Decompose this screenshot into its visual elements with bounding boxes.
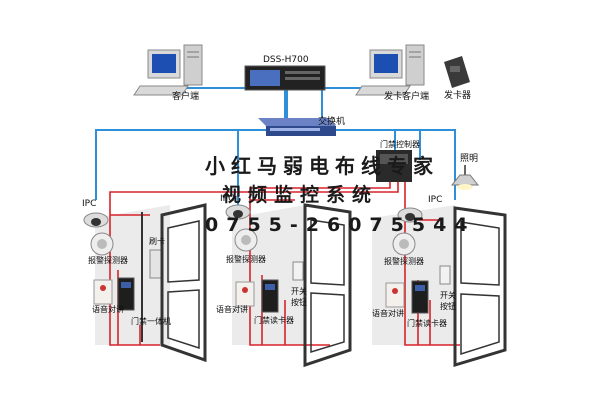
ipc-camera-1 bbox=[83, 212, 109, 228]
card-issuer-device bbox=[444, 56, 470, 88]
exit-button-2 bbox=[292, 261, 304, 281]
alarm-detector-label-1: 报警探测器 bbox=[88, 256, 128, 265]
door-controller-box bbox=[376, 150, 412, 182]
ipc-label-1: IPC bbox=[82, 199, 97, 209]
dvr-label: DSS-H700 bbox=[263, 55, 309, 65]
card-reader-label: 刷卡 bbox=[149, 237, 165, 246]
intercom-label-3: 语音对讲 bbox=[372, 309, 404, 318]
access-reader-label-2: 门禁读卡器 bbox=[254, 316, 294, 325]
alarm-detector-2 bbox=[234, 228, 258, 252]
access-keypad-1 bbox=[117, 277, 135, 311]
alarm-detector-3 bbox=[392, 232, 416, 256]
client-pc-right bbox=[355, 44, 425, 96]
door-controller-label: 门禁控制器 bbox=[380, 140, 420, 149]
access-keypad-3 bbox=[411, 280, 429, 314]
door-3 bbox=[453, 206, 507, 368]
watermark-line-3: 0755-26075544 bbox=[205, 214, 476, 236]
alarm-detector-label-2: 报警探测器 bbox=[226, 255, 266, 264]
card-reader-panel-1 bbox=[149, 249, 163, 279]
intercom-unit-1 bbox=[93, 279, 113, 305]
client-pc-left bbox=[133, 44, 203, 96]
access-keypad-2 bbox=[261, 279, 279, 313]
ipc-camera-2 bbox=[225, 204, 251, 220]
network-switch bbox=[258, 118, 336, 136]
access-all-in-one-label: 门禁一体机 bbox=[131, 317, 171, 326]
alarm-detector-1 bbox=[90, 232, 114, 256]
ipc-camera-3 bbox=[397, 207, 423, 223]
door-1 bbox=[141, 203, 207, 363]
lighting-label: 照明 bbox=[460, 154, 479, 164]
client-left-label: 客户端 bbox=[172, 92, 200, 102]
exit-button-label-2: 开关按钮 bbox=[291, 287, 307, 307]
ipc-label-2: IPC bbox=[220, 194, 235, 204]
alarm-detector-label-3: 报警探测器 bbox=[384, 257, 424, 266]
ipc-label-3: IPC bbox=[428, 195, 443, 205]
exit-button-label-3: 开关按钮 bbox=[440, 291, 456, 311]
dvr-device bbox=[244, 65, 326, 91]
intercom-unit-2 bbox=[235, 281, 255, 307]
light-fixture bbox=[450, 165, 480, 190]
client-right-label: 发卡客户端 bbox=[384, 92, 430, 102]
access-reader-label-3: 门禁读卡器 bbox=[407, 319, 447, 328]
intercom-label-2: 语音对讲 bbox=[216, 305, 248, 314]
door-2 bbox=[303, 203, 352, 368]
switch-label: 交换机 bbox=[318, 117, 346, 127]
watermark-line-1: 小红马弱电布线专家 bbox=[205, 154, 439, 178]
card-issuer-label: 发卡器 bbox=[444, 91, 472, 101]
control-lines bbox=[109, 178, 460, 346]
exit-button-3 bbox=[439, 265, 451, 285]
intercom-label-1: 语音对讲 bbox=[92, 305, 124, 314]
watermark-line-2: 视频监控系统 bbox=[222, 184, 379, 206]
intercom-unit-3 bbox=[385, 282, 405, 308]
